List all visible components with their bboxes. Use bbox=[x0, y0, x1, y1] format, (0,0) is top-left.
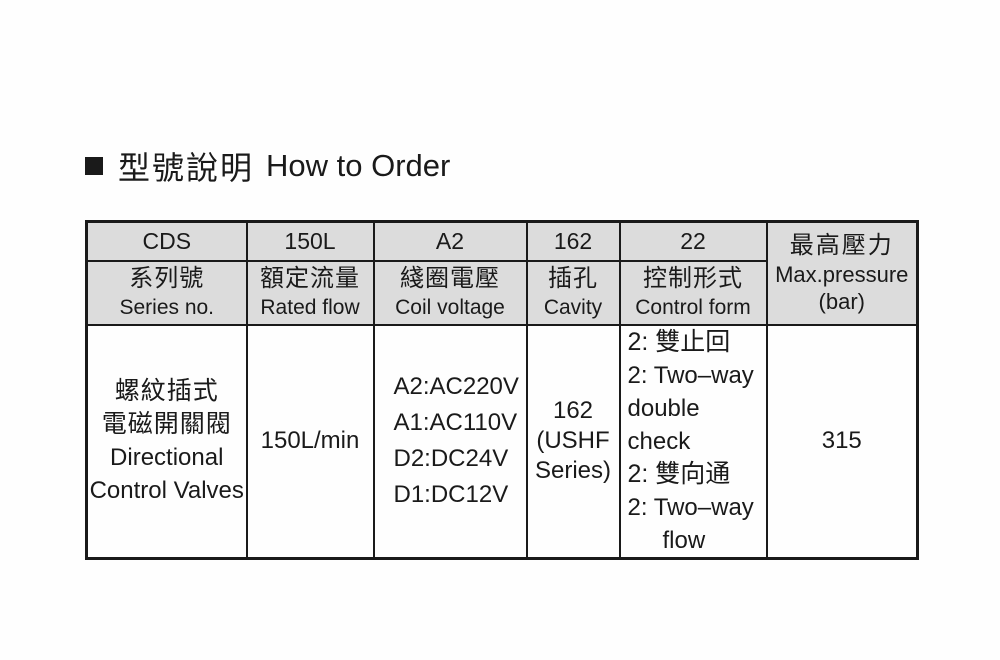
coil-voltage-label-zh: 綫圈電壓 bbox=[400, 265, 500, 292]
header-label-control-form: 控制形式 Control form bbox=[618, 259, 768, 326]
header-code-series: CDS bbox=[85, 220, 248, 262]
header-label-row: 系列號 Series no. 額定流量 Rated flow 綫圈電壓 Coil… bbox=[85, 259, 918, 326]
control-form-label-zh: 控制形式 bbox=[643, 265, 743, 292]
header-label-coil-voltage: 綫圈電壓 Coil voltage bbox=[372, 259, 528, 326]
control-option-2-zh: 2: 雙向通 bbox=[627, 459, 731, 488]
body-row: 螺紋插式 電磁開關閥 Directional Control Valves 15… bbox=[85, 323, 919, 559]
voltage-option-a1: A1:AC110V bbox=[393, 409, 518, 436]
black-square-bullet-icon bbox=[85, 157, 103, 175]
voltage-option-d2: D2:DC24V bbox=[393, 445, 509, 472]
header-label-cavity: 插孔 Cavity bbox=[525, 259, 621, 326]
header-code-row: CDS 150L A2 162 22 最高壓力 Max.pressure (ba… bbox=[85, 220, 919, 326]
header-label-rated-flow: 額定流量 Rated flow bbox=[245, 259, 375, 326]
series-label-en: Series no. bbox=[119, 296, 215, 319]
series-line-3: Directional bbox=[110, 444, 224, 471]
header-label-series: 系列號 Series no. bbox=[85, 259, 248, 326]
header-code-coil-voltage: A2 bbox=[372, 220, 528, 262]
cavity-line-2: (USHF bbox=[536, 427, 610, 454]
cavity-line-1: 162 bbox=[552, 397, 594, 424]
body-cell-control-form: 2: 雙止回 2: Two–way double check 2: 雙向通 2:… bbox=[618, 323, 768, 559]
control-option-2-en-cont: flow bbox=[662, 526, 706, 554]
section-title-zh: 型號說明 bbox=[118, 150, 255, 186]
max-pressure-unit: (bar) bbox=[818, 289, 865, 315]
control-option-1-en: 2: Two–way bbox=[627, 361, 754, 389]
cavity-label-en: Cavity bbox=[543, 296, 603, 319]
voltage-option-a2: A2:AC220V bbox=[393, 373, 519, 400]
body-cell-rated-flow: 150L/min bbox=[245, 323, 375, 559]
series-line-2: 電磁開關閥 bbox=[101, 410, 232, 438]
section-title: 型號說明 How to Order bbox=[85, 143, 450, 189]
coil-voltage-label-en: Coil voltage bbox=[395, 296, 505, 319]
how-to-order-table: CDS 150L A2 162 22 最高壓力 Max.pressure (ba… bbox=[85, 220, 919, 560]
header-code-rated-flow: 150L bbox=[245, 220, 375, 262]
header-code-cavity: 162 bbox=[525, 220, 621, 262]
cavity-label-zh: 插孔 bbox=[548, 265, 598, 292]
body-cell-cavity: 162 (USHF Series) bbox=[525, 323, 621, 559]
series-label-zh: 系列號 bbox=[129, 265, 205, 292]
cavity-line-3: Series) bbox=[534, 457, 612, 484]
series-line-1: 螺紋插式 bbox=[114, 377, 219, 405]
header-code-control-form: 22 bbox=[618, 220, 768, 262]
header-max-pressure: 最高壓力 Max.pressure (bar) bbox=[765, 220, 919, 326]
body-cell-series: 螺紋插式 電磁開關閥 Directional Control Valves bbox=[85, 323, 248, 559]
max-pressure-label-en: Max.pressure bbox=[775, 262, 909, 288]
control-form-label-en: Control form bbox=[635, 296, 751, 319]
section-title-en: How to Order bbox=[266, 148, 451, 183]
control-option-1-en-cont: double check bbox=[627, 394, 700, 455]
series-line-4: Control Valves bbox=[89, 477, 244, 504]
rated-flow-label-en: Rated flow bbox=[260, 296, 360, 319]
rated-flow-label-zh: 額定流量 bbox=[260, 265, 360, 292]
voltage-option-d1: D1:DC12V bbox=[393, 481, 509, 508]
control-option-1-zh: 2: 雙止回 bbox=[627, 327, 731, 356]
body-cell-max-pressure: 315 bbox=[765, 323, 919, 559]
body-cell-coil-voltage: A2:AC220V A1:AC110V D2:DC24V D1:DC12V bbox=[372, 323, 528, 559]
control-option-2-en: 2: Two–way bbox=[627, 493, 754, 521]
max-pressure-label-zh: 最高壓力 bbox=[789, 232, 894, 260]
